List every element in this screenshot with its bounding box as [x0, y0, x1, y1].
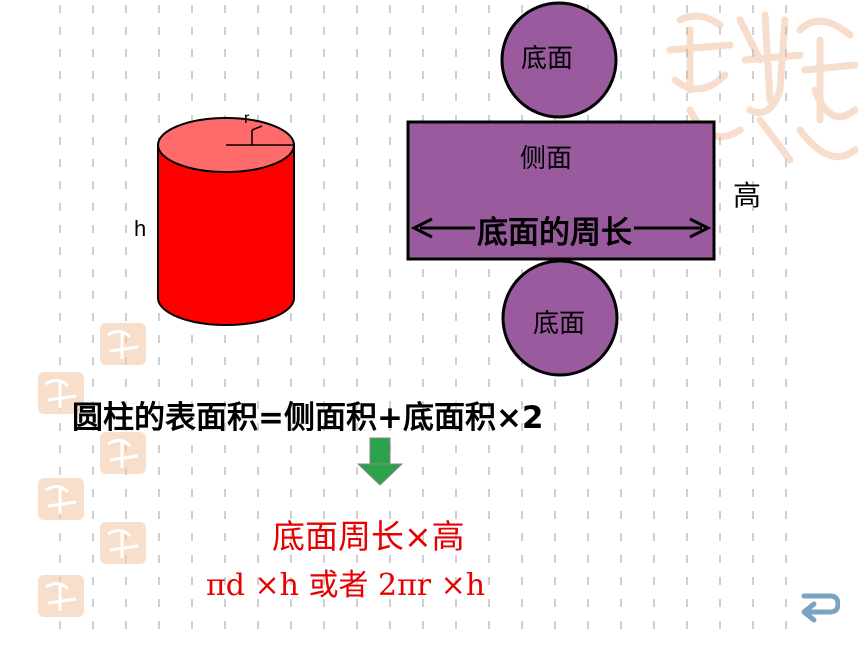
radius-mark-top	[251, 125, 263, 131]
return-arrow-icon[interactable]	[796, 586, 840, 624]
net-top-circle	[500, 1, 618, 119]
lateral-area-formula: 底面周长×高	[272, 517, 465, 556]
lateral-area-expansion: πd ×h 或者 2πr ×h	[206, 568, 486, 603]
height-side-label: 高	[733, 179, 762, 212]
stamp-decorations	[38, 323, 146, 617]
net-bottom-circle	[501, 259, 619, 377]
arrow-left-head	[410, 217, 433, 239]
arrow-right-head	[689, 217, 712, 239]
top-circle-label: 底面	[521, 44, 574, 74]
perimeter-label: 底面的周长	[475, 207, 634, 252]
bottom-circle-label: 底面	[533, 309, 586, 339]
seal-watermark	[666, 11, 859, 164]
radius-label: r	[244, 110, 250, 127]
height-label: h	[134, 216, 147, 241]
cylinder-body	[157, 144, 295, 326]
down-arrow-icon	[356, 437, 404, 486]
surface-area-formula: 圆柱的表面积=侧面积+底面积×2	[72, 400, 544, 436]
rect-label: 侧面	[520, 144, 573, 174]
